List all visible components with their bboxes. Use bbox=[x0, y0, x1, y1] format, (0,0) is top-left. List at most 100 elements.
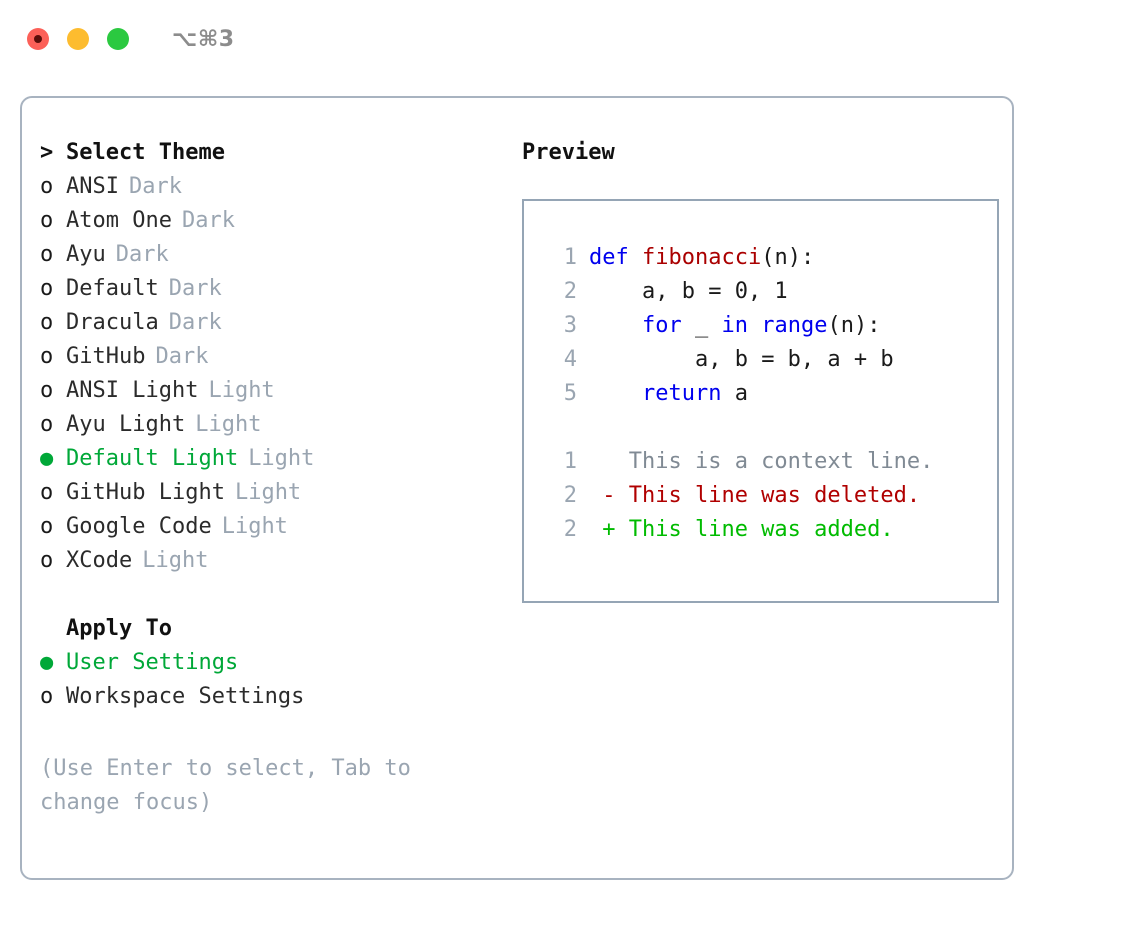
radio-unselected-icon[interactable]: o bbox=[40, 276, 54, 301]
diff-line: 2 + This line was added. bbox=[524, 517, 997, 551]
line-number: 1 bbox=[563, 449, 577, 474]
code-token: for bbox=[641, 313, 682, 338]
radio-unselected-icon[interactable]: o bbox=[40, 344, 54, 369]
theme-variant-tag: Dark bbox=[128, 174, 182, 199]
minimize-window-icon[interactable] bbox=[67, 28, 89, 50]
radio-unselected-icon[interactable]: o bbox=[40, 548, 54, 573]
radio-unselected-icon[interactable]: o bbox=[40, 412, 54, 437]
radio-unselected-icon[interactable]: o bbox=[40, 242, 54, 267]
code-token: (n): bbox=[827, 313, 881, 338]
theme-variant-tag: Dark bbox=[115, 242, 169, 267]
theme-option-label: ANSI bbox=[66, 174, 119, 199]
theme-variant-tag: Light bbox=[208, 378, 275, 403]
apply-to-header: o Apply To bbox=[40, 616, 502, 650]
radio-unselected-icon[interactable]: o bbox=[40, 684, 54, 709]
header-chevron-icon: > bbox=[40, 140, 54, 165]
theme-option-ansi[interactable]: o ANSI Dark bbox=[40, 174, 502, 208]
radio-unselected-icon[interactable]: o bbox=[40, 480, 54, 505]
code-token: return bbox=[641, 381, 722, 406]
code-line-text: a, b = b, a + b bbox=[589, 347, 894, 372]
close-window-icon[interactable] bbox=[27, 28, 49, 50]
code-token bbox=[748, 313, 761, 338]
theme-option-atom-one[interactable]: o Atom One Dark bbox=[40, 208, 502, 242]
radio-unselected-icon[interactable]: o bbox=[40, 378, 54, 403]
theme-option-label: Atom One bbox=[66, 208, 172, 233]
theme-option-label: Ayu Light bbox=[66, 412, 186, 437]
theme-variant-tag: Dark bbox=[168, 310, 222, 335]
theme-option-ayu[interactable]: o Ayu Dark bbox=[40, 242, 502, 276]
theme-variant-tag: Light bbox=[195, 412, 262, 437]
code-token: (n): bbox=[761, 245, 815, 270]
traffic-lights bbox=[27, 28, 129, 50]
theme-option-label: Dracula bbox=[66, 310, 159, 335]
theme-variant-tag: Dark bbox=[181, 208, 235, 233]
select-theme-title: Select Theme bbox=[66, 140, 225, 165]
theme-option-label: Default Light bbox=[66, 446, 239, 471]
theme-option-label: GitHub bbox=[66, 344, 146, 369]
keyboard-shortcut-label: ⌥⌘3 bbox=[172, 26, 235, 52]
theme-option-ayu-light[interactable]: o Ayu Light Light bbox=[40, 412, 502, 446]
theme-option-label: Google Code bbox=[66, 514, 212, 539]
code-token: fibonacci bbox=[642, 245, 762, 270]
theme-variant-tag: Light bbox=[142, 548, 209, 573]
code-token: range bbox=[761, 313, 828, 338]
code-token: a bbox=[721, 381, 748, 406]
code-token: _ bbox=[681, 313, 722, 338]
code-token bbox=[629, 245, 642, 270]
theme-option-ansi-light[interactable]: o ANSI Light Light bbox=[40, 378, 502, 412]
apply-to-options-list: ● User Settings o Workspace Settings bbox=[40, 650, 502, 718]
theme-option-dracula[interactable]: o Dracula Dark bbox=[40, 310, 502, 344]
diff-line: 2 - This line was deleted. bbox=[524, 483, 997, 517]
code-line: 3 for _ in range(n): bbox=[524, 313, 997, 347]
radio-unselected-icon[interactable]: o bbox=[40, 208, 54, 233]
theme-option-label: Ayu bbox=[66, 242, 106, 267]
select-theme-header: > Select Theme bbox=[40, 140, 502, 174]
line-number: 1 bbox=[563, 245, 577, 270]
line-number: 5 bbox=[563, 381, 577, 406]
diff-line-text: - This line was deleted. bbox=[589, 483, 921, 508]
theme-variant-tag: Dark bbox=[168, 276, 222, 301]
code-line: 1 def fibonacci(n): bbox=[524, 245, 997, 279]
theme-option-label: XCode bbox=[66, 548, 133, 573]
code-token: in bbox=[721, 313, 748, 338]
code-line-text: a, b = 0, 1 bbox=[589, 279, 788, 304]
code-line: 2 a, b = 0, 1 bbox=[524, 279, 997, 313]
apply-to-option-workspace-settings[interactable]: o Workspace Settings bbox=[40, 684, 502, 718]
diff-line-text: This is a context line. bbox=[589, 449, 934, 474]
apply-to-option-label: Workspace Settings bbox=[66, 684, 305, 709]
apply-to-option-label: User Settings bbox=[66, 650, 239, 675]
radio-selected-icon[interactable]: ● bbox=[40, 650, 54, 675]
maximize-window-icon[interactable] bbox=[107, 28, 129, 50]
theme-option-label: ANSI Light bbox=[66, 378, 199, 403]
theme-option-google-code[interactable]: o Google Code Light bbox=[40, 514, 502, 548]
radio-selected-icon[interactable]: ● bbox=[40, 446, 54, 471]
apply-to-title: Apply To bbox=[66, 616, 172, 641]
window-titlebar: ⌥⌘3 bbox=[0, 0, 1140, 78]
line-number: 4 bbox=[563, 347, 577, 372]
diff-sample: 1 This is a context line. 2 - This line w… bbox=[524, 449, 997, 551]
line-number: 3 bbox=[563, 313, 577, 338]
radio-unselected-icon[interactable]: o bbox=[40, 174, 54, 199]
code-line-text: return a bbox=[589, 381, 748, 406]
code-line-text: def fibonacci(n): bbox=[589, 245, 814, 270]
keyboard-hint-text: (Use Enter to select, Tab to change focu… bbox=[40, 756, 425, 815]
code-token: def bbox=[589, 245, 629, 270]
code-token: a, b = b, a + b bbox=[694, 347, 894, 372]
apply-to-option-user-settings[interactable]: ● User Settings bbox=[40, 650, 502, 684]
theme-variant-tag: Light bbox=[221, 514, 288, 539]
theme-option-label: Default bbox=[66, 276, 159, 301]
code-token: a, b = 0, 1 bbox=[641, 279, 788, 304]
theme-option-xcode[interactable]: o XCode Light bbox=[40, 548, 502, 582]
radio-unselected-icon[interactable]: o bbox=[40, 514, 54, 539]
theme-option-default[interactable]: o Default Dark bbox=[40, 276, 502, 310]
radio-unselected-icon[interactable]: o bbox=[40, 310, 54, 335]
preview-title: Preview bbox=[522, 140, 615, 165]
